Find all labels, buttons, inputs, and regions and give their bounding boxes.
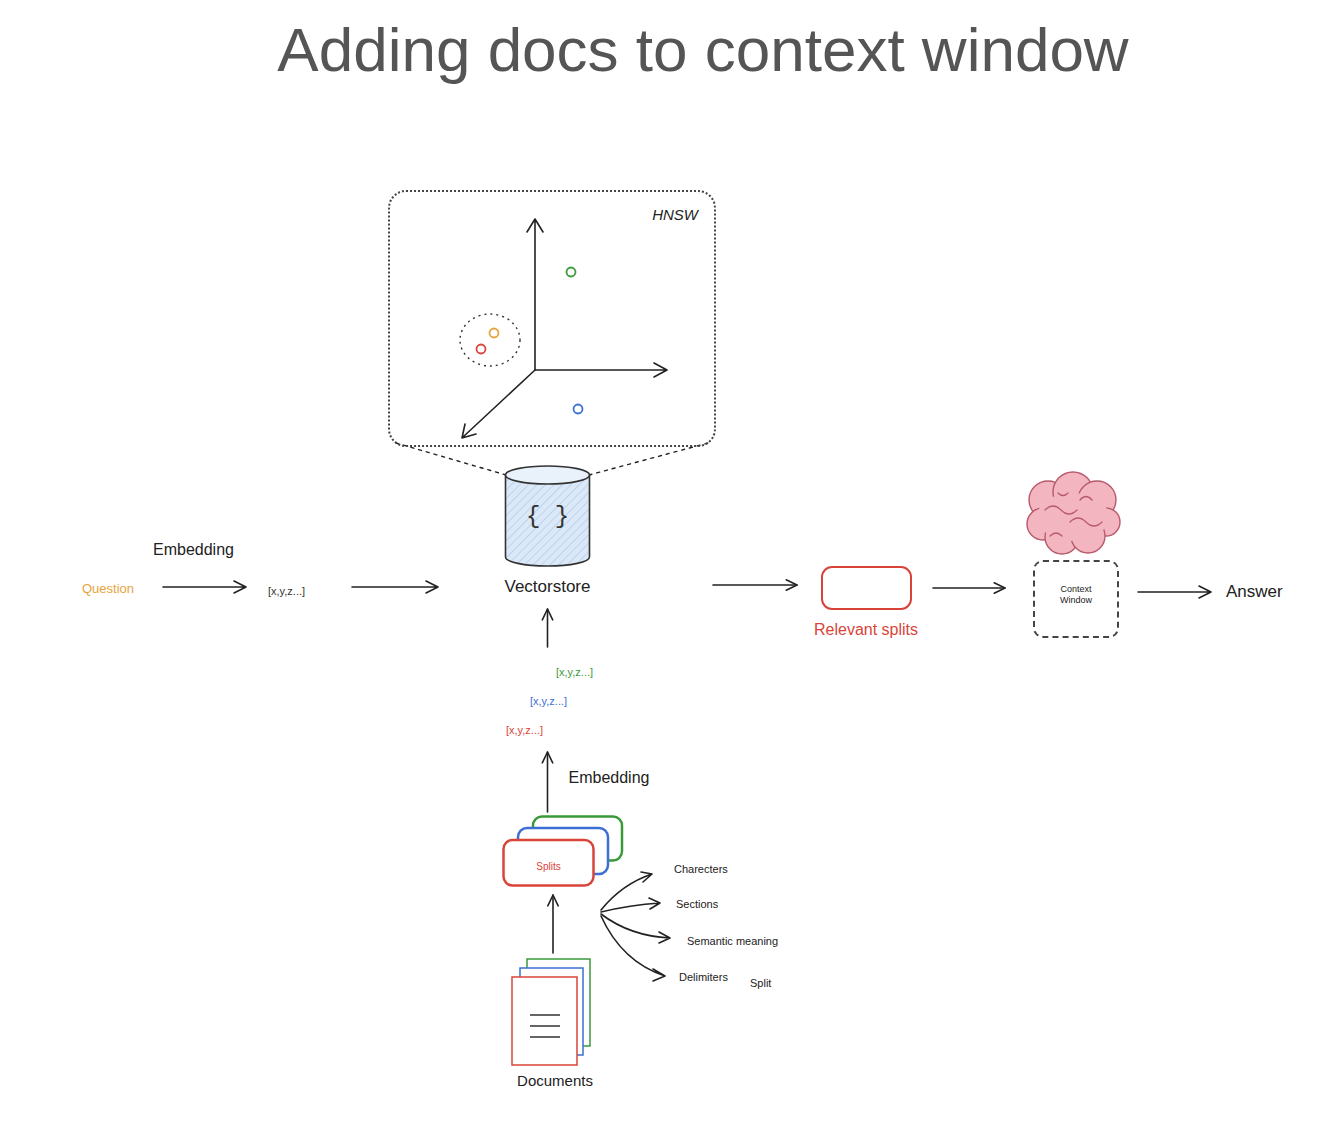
label-slot: Question xyxy=(82,579,134,597)
connector xyxy=(548,895,558,953)
document-page xyxy=(512,977,577,1065)
edge-label-slot: Embedding xyxy=(569,768,650,787)
question-arrow xyxy=(163,581,246,593)
brain-icon xyxy=(1027,472,1120,554)
axis-up xyxy=(527,219,543,370)
annotation-label: Charecters xyxy=(674,863,728,876)
split-arrow xyxy=(601,898,660,912)
annotation-label: [x,y,z...] xyxy=(530,695,567,708)
label-slot: Split xyxy=(750,973,771,991)
annotation-label: Delimiters xyxy=(679,971,728,984)
arrow-head xyxy=(994,583,1005,593)
text-slot: Vectorstore xyxy=(490,577,605,597)
vectorstore-cylinder: { } Vectorstore xyxy=(490,463,605,603)
documents-shape xyxy=(500,958,610,1068)
edge-label: Embedding xyxy=(569,768,650,787)
arrow-head xyxy=(548,895,558,906)
vector-point xyxy=(490,329,499,338)
label-slot: Answer xyxy=(1226,582,1283,602)
diagram-title: Adding docs to context window xyxy=(277,16,1128,84)
connector-line xyxy=(713,584,797,586)
brain-core xyxy=(1037,493,1109,541)
document-lines xyxy=(530,1015,560,1037)
annotation-label: Split xyxy=(750,977,771,990)
split-card xyxy=(504,840,594,886)
cylinder-hatch xyxy=(506,475,590,566)
node-label: Vectorstore xyxy=(505,577,591,597)
connector-line xyxy=(552,895,554,953)
brain-folds xyxy=(1045,493,1102,536)
node-label: HNSW xyxy=(652,206,698,224)
cylinder-body xyxy=(506,475,590,566)
relevant-splits-frame xyxy=(821,566,912,610)
connector xyxy=(542,609,552,812)
annotation-label: Sections xyxy=(676,898,718,911)
text-slot: HNSW xyxy=(652,206,698,224)
documents-icon: Documents xyxy=(500,958,610,1095)
annotation-label: Embedding xyxy=(153,540,234,559)
node-label: Relevant splits xyxy=(814,620,918,639)
label-slot: [x,y,z...] xyxy=(268,581,305,599)
axis-depth xyxy=(462,370,535,438)
node-label: { } xyxy=(526,503,569,532)
text-slot: Splits xyxy=(503,856,594,874)
title-slot: Adding docs to context window xyxy=(277,16,1128,84)
cylinder-top xyxy=(506,466,590,484)
node-label: Splits xyxy=(536,861,560,873)
splits-stack: Splits xyxy=(502,815,624,887)
split-arrow xyxy=(601,914,670,943)
connector xyxy=(933,583,1005,593)
brain-fold xyxy=(1050,533,1062,536)
brain-fold xyxy=(1080,497,1092,501)
text-slot: Relevant splits xyxy=(795,620,937,639)
annotation-label: [x,y,z...] xyxy=(506,724,543,737)
label-slot: Sections xyxy=(676,894,718,912)
axis-right xyxy=(535,363,667,377)
brain-fold xyxy=(1045,506,1077,514)
cluster-ring xyxy=(460,314,520,366)
query-vector-arrow xyxy=(352,581,438,593)
text-slot: Context Window xyxy=(1035,584,1117,607)
connector xyxy=(713,580,797,590)
label-slot: [x,y,z...] xyxy=(556,662,593,680)
brain-fold xyxy=(1070,518,1102,526)
connector-line xyxy=(933,587,1005,589)
label-slot: Semantic meaning xyxy=(687,931,778,949)
brain-lobes xyxy=(1027,472,1120,554)
annotation-label: Question xyxy=(82,581,134,597)
connector-line xyxy=(547,609,549,812)
vector-point xyxy=(477,345,486,354)
arrow-head xyxy=(542,609,552,763)
splits-stack-shape xyxy=(502,815,624,887)
vector-point xyxy=(574,405,583,414)
label-slot: Charecters xyxy=(674,859,728,877)
relevant-splits-box: Relevant splits xyxy=(795,564,937,646)
text-slot: { } xyxy=(490,503,605,532)
node-label: Context Window xyxy=(1052,584,1100,607)
annotation-label: Answer xyxy=(1226,582,1283,602)
arrow-head xyxy=(786,580,797,590)
label-slot: [x,y,z...] xyxy=(530,691,567,709)
brain-fold xyxy=(1058,493,1068,496)
split-arrow xyxy=(601,916,665,981)
context-window-box: Context Window xyxy=(1033,560,1119,638)
vector-point xyxy=(567,268,576,277)
label-slot: Embedding xyxy=(153,540,234,559)
hnsw-zoom-panel: HNSW xyxy=(388,190,716,447)
answer-arrow xyxy=(1138,586,1211,598)
node-label: Documents xyxy=(517,1072,593,1090)
annotation-label: [x,y,z...] xyxy=(556,666,593,679)
annotation-label: [x,y,z...] xyxy=(268,585,305,598)
label-slot: [x,y,z...] xyxy=(506,720,543,738)
line-art xyxy=(163,219,1211,981)
annotation-label: Semantic meaning xyxy=(687,935,778,948)
label-slot: Delimiters xyxy=(679,967,728,985)
vector-points xyxy=(460,268,583,414)
text-slot: Documents xyxy=(500,1072,610,1090)
